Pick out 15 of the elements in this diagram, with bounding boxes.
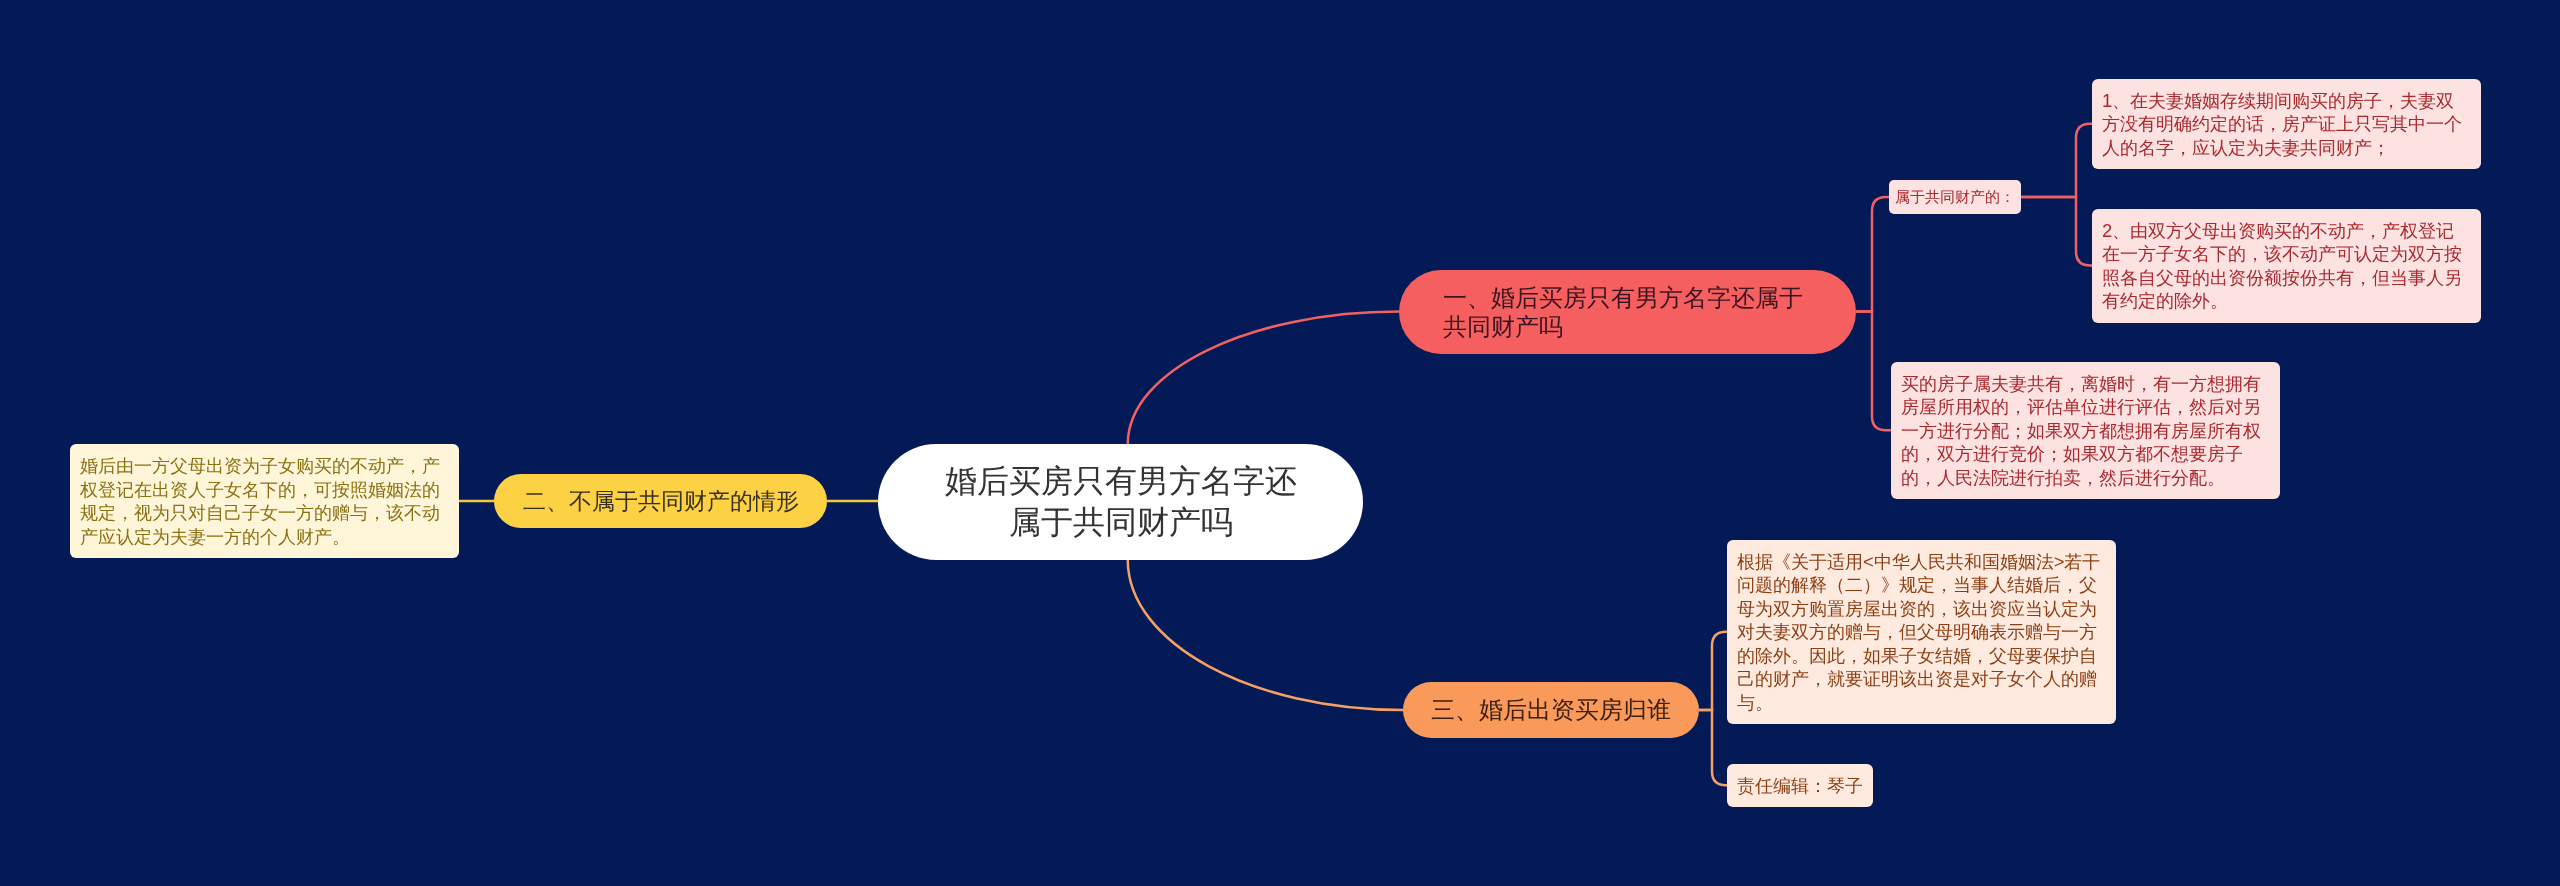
topic-pill: 二、不属于共同财产的情形 [494, 474, 827, 528]
subtopic-box: 属于共同财产的： [1889, 180, 2021, 214]
connector-line [827, 499, 878, 503]
central-topic-pill: 婚后买房只有男方名字还属于共同财产吗 [878, 444, 1363, 560]
topic-pill: 一、婚后买房只有男方名字还属于共同财产吗 [1399, 269, 1856, 354]
note-box: 婚后由一方父母出资为子女购买的不动产，产权登记在出资人子女名下的，可按照婚姻法的规定，视为只对自己子女一方的赠与，该不动产应认定为夫妻一方的个人财产。 [70, 444, 459, 558]
note-box: 责任编辑：琴子 [1727, 763, 1873, 807]
connector-line [1126, 310, 1400, 445]
note-box: 买的房子属夫妻共有，离婚时，有一方想拥有房屋所用权的，评估单位进行评估，然后对另一方进行分配；如果双方都想拥有房屋所有权的，双方进行竞价；如果双方都不想要房子的，人民法院进行拍卖，然后进行分配。 [1891, 361, 2280, 499]
connector-line [1126, 559, 1404, 712]
note-box: 1、在夫妻婚姻存续期间购买的房子，夫妻双方没有明确约定的话，房产证上只写其中一个人的名字，应认定为夫妻共同财产； [2092, 78, 2481, 169]
connector-line [459, 499, 494, 503]
note-box: 根据《关于适用<中华人民共和国婚姻法>若干问题的解释（二）》规定，当事人结婚后，父母为双方购置房屋出资的，该出资应当认定为对夫妻双方的赠与，但父母明确表示赠与一方的除外。因此，如果子女结婚，父母要保护自己的财产，就要证明该出资是对子女个人的赠与。 [1727, 539, 2116, 724]
topic-pill: 三、婚后出资买房归谁 [1403, 682, 1699, 738]
note-box: 2、由双方父母出资购买的不动产，产权登记在一方子女名下的，该不动产可认定为双方按照各自父母的出资份额按份共有，但当事人另有约定的除外。 [2092, 208, 2481, 323]
